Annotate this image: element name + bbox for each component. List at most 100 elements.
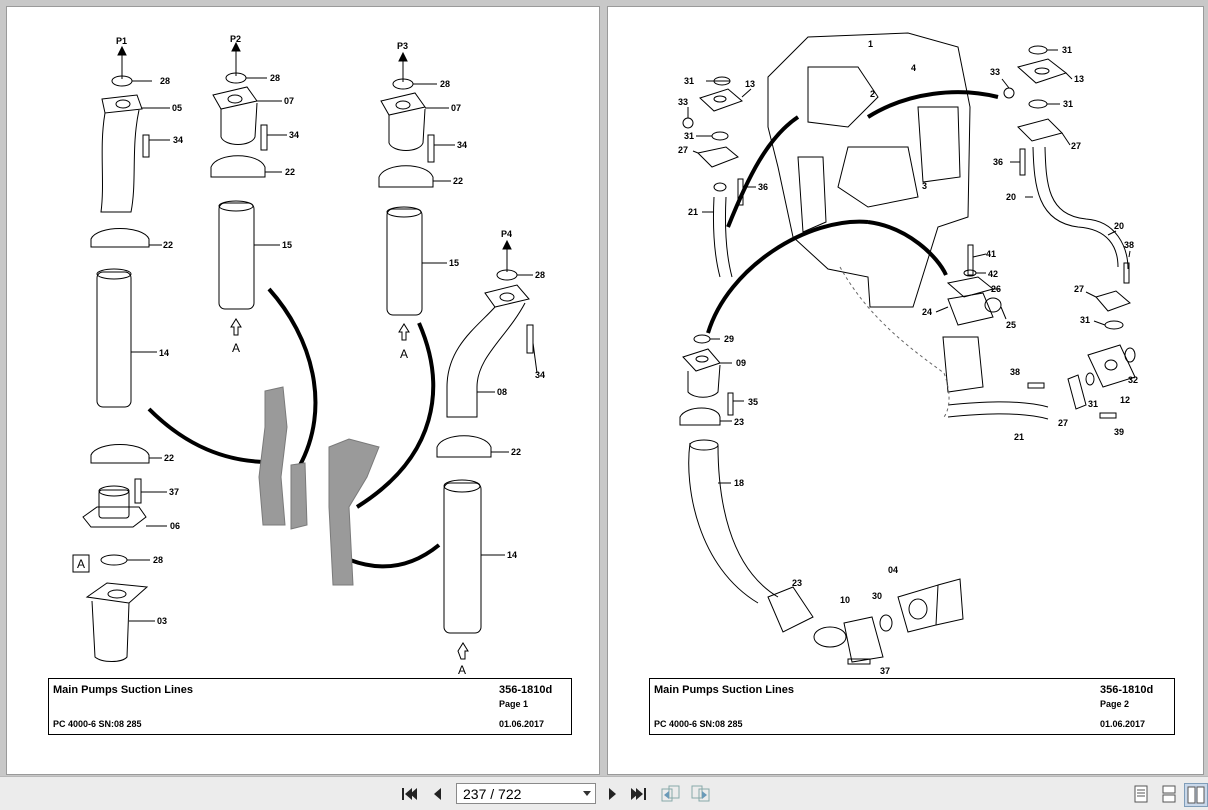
svg-text:A: A — [77, 557, 85, 571]
page-number-select[interactable]: 237 / 722 — [456, 783, 596, 804]
svg-text:35: 35 — [748, 397, 758, 407]
svg-text:36: 36 — [758, 182, 768, 192]
facing-pages-icon — [1187, 786, 1205, 804]
svg-text:03: 03 — [157, 616, 167, 626]
last-page-button[interactable] — [628, 783, 650, 805]
svg-text:09: 09 — [736, 358, 746, 368]
svg-text:4: 4 — [911, 63, 916, 73]
svg-text:31: 31 — [684, 76, 694, 86]
svg-text:28: 28 — [270, 73, 280, 83]
svg-text:15: 15 — [282, 240, 292, 250]
svg-text:20: 20 — [1114, 221, 1124, 231]
machine-model: PC 4000-6 SN:08 285 — [53, 719, 142, 729]
svg-text:A: A — [458, 663, 466, 677]
drawing-date: 01.06.2017 — [499, 719, 545, 729]
drawing-title: Main Pumps Suction Lines — [654, 684, 794, 696]
svg-text:22: 22 — [163, 240, 173, 250]
svg-text:28: 28 — [153, 555, 163, 565]
chevron-down-icon — [583, 791, 591, 796]
triangle-right-icon — [609, 788, 616, 800]
svg-text:15: 15 — [449, 258, 459, 268]
svg-text:24: 24 — [922, 307, 932, 317]
svg-text:P4: P4 — [501, 229, 512, 239]
svg-text:38: 38 — [1010, 367, 1020, 377]
svg-text:39: 39 — [1114, 427, 1124, 437]
svg-text:31: 31 — [1088, 399, 1098, 409]
svg-text:34: 34 — [457, 140, 467, 150]
continuous-view-button[interactable] — [1158, 783, 1180, 805]
svg-text:1: 1 — [868, 39, 873, 49]
svg-text:27: 27 — [1074, 284, 1084, 294]
svg-text:14: 14 — [507, 550, 517, 560]
svg-text:23: 23 — [792, 578, 802, 588]
svg-text:13: 13 — [745, 79, 755, 89]
svg-text:33: 33 — [678, 97, 688, 107]
svg-text:23: 23 — [734, 417, 744, 427]
svg-text:A: A — [400, 347, 408, 361]
svg-text:34: 34 — [289, 130, 299, 140]
title-block-2: Main Pumps Suction Lines PC 4000-6 SN:08… — [649, 678, 1175, 735]
svg-text:25: 25 — [1006, 320, 1016, 330]
svg-text:P1: P1 — [116, 36, 127, 46]
svg-text:31: 31 — [1063, 99, 1073, 109]
svg-text:04: 04 — [888, 565, 898, 575]
svg-text:07: 07 — [284, 96, 294, 106]
continuous-page-icon — [1162, 785, 1176, 803]
single-page-view-button[interactable] — [1130, 783, 1152, 805]
title-block-1: Main Pumps Suction Lines PC 4000-6 SN:08… — [48, 678, 572, 735]
drawing-date: 01.06.2017 — [1100, 719, 1146, 729]
svg-text:2: 2 — [870, 89, 875, 99]
page-indicator: 237 / 722 — [463, 786, 522, 802]
svg-text:33: 33 — [990, 67, 1000, 77]
svg-text:22: 22 — [453, 176, 463, 186]
svg-text:34: 34 — [535, 370, 545, 380]
page-label: Page 2 — [1100, 699, 1130, 709]
skip-forward-icon — [631, 788, 646, 800]
svg-text:34: 34 — [173, 135, 183, 145]
svg-text:37: 37 — [169, 487, 179, 497]
svg-text:28: 28 — [440, 79, 450, 89]
svg-text:3: 3 — [922, 181, 927, 191]
single-page-icon — [1134, 785, 1148, 803]
svg-text:22: 22 — [511, 447, 521, 457]
svg-text:22: 22 — [164, 453, 174, 463]
svg-text:31: 31 — [684, 131, 694, 141]
viewer-toolbar: 237 / 722 — [0, 776, 1208, 810]
svg-text:38: 38 — [1124, 240, 1134, 250]
history-back-button[interactable] — [660, 783, 682, 805]
svg-text:P2: P2 — [230, 34, 241, 44]
drawing-number: 356-1810d — [499, 684, 553, 696]
svg-text:12: 12 — [1120, 395, 1130, 405]
triangle-left-icon — [434, 788, 441, 800]
previous-page-button[interactable] — [426, 783, 448, 805]
svg-text:28: 28 — [160, 76, 170, 86]
svg-text:14: 14 — [159, 348, 169, 358]
svg-text:P3: P3 — [397, 41, 408, 51]
drawing-title: Main Pumps Suction Lines — [53, 684, 193, 696]
svg-text:27: 27 — [1058, 418, 1068, 428]
svg-text:31: 31 — [1062, 45, 1072, 55]
page-label: Page 1 — [499, 699, 529, 709]
next-page-button[interactable] — [602, 783, 624, 805]
svg-text:31: 31 — [1080, 315, 1090, 325]
svg-text:05: 05 — [172, 103, 182, 113]
svg-text:18: 18 — [734, 478, 744, 488]
svg-text:21: 21 — [688, 207, 698, 217]
svg-text:13: 13 — [1074, 74, 1084, 84]
first-page-button[interactable] — [398, 783, 420, 805]
history-forward-button[interactable] — [690, 783, 712, 805]
svg-text:28: 28 — [535, 270, 545, 280]
svg-text:08: 08 — [497, 387, 507, 397]
svg-text:21: 21 — [1014, 432, 1024, 442]
svg-text:27: 27 — [1071, 141, 1081, 151]
svg-text:20: 20 — [1006, 192, 1016, 202]
svg-text:36: 36 — [993, 157, 1003, 167]
svg-text:07: 07 — [451, 103, 461, 113]
svg-text:41: 41 — [986, 249, 996, 259]
skip-back-icon — [402, 788, 417, 800]
facing-view-button[interactable] — [1184, 783, 1208, 807]
svg-text:10: 10 — [840, 595, 850, 605]
